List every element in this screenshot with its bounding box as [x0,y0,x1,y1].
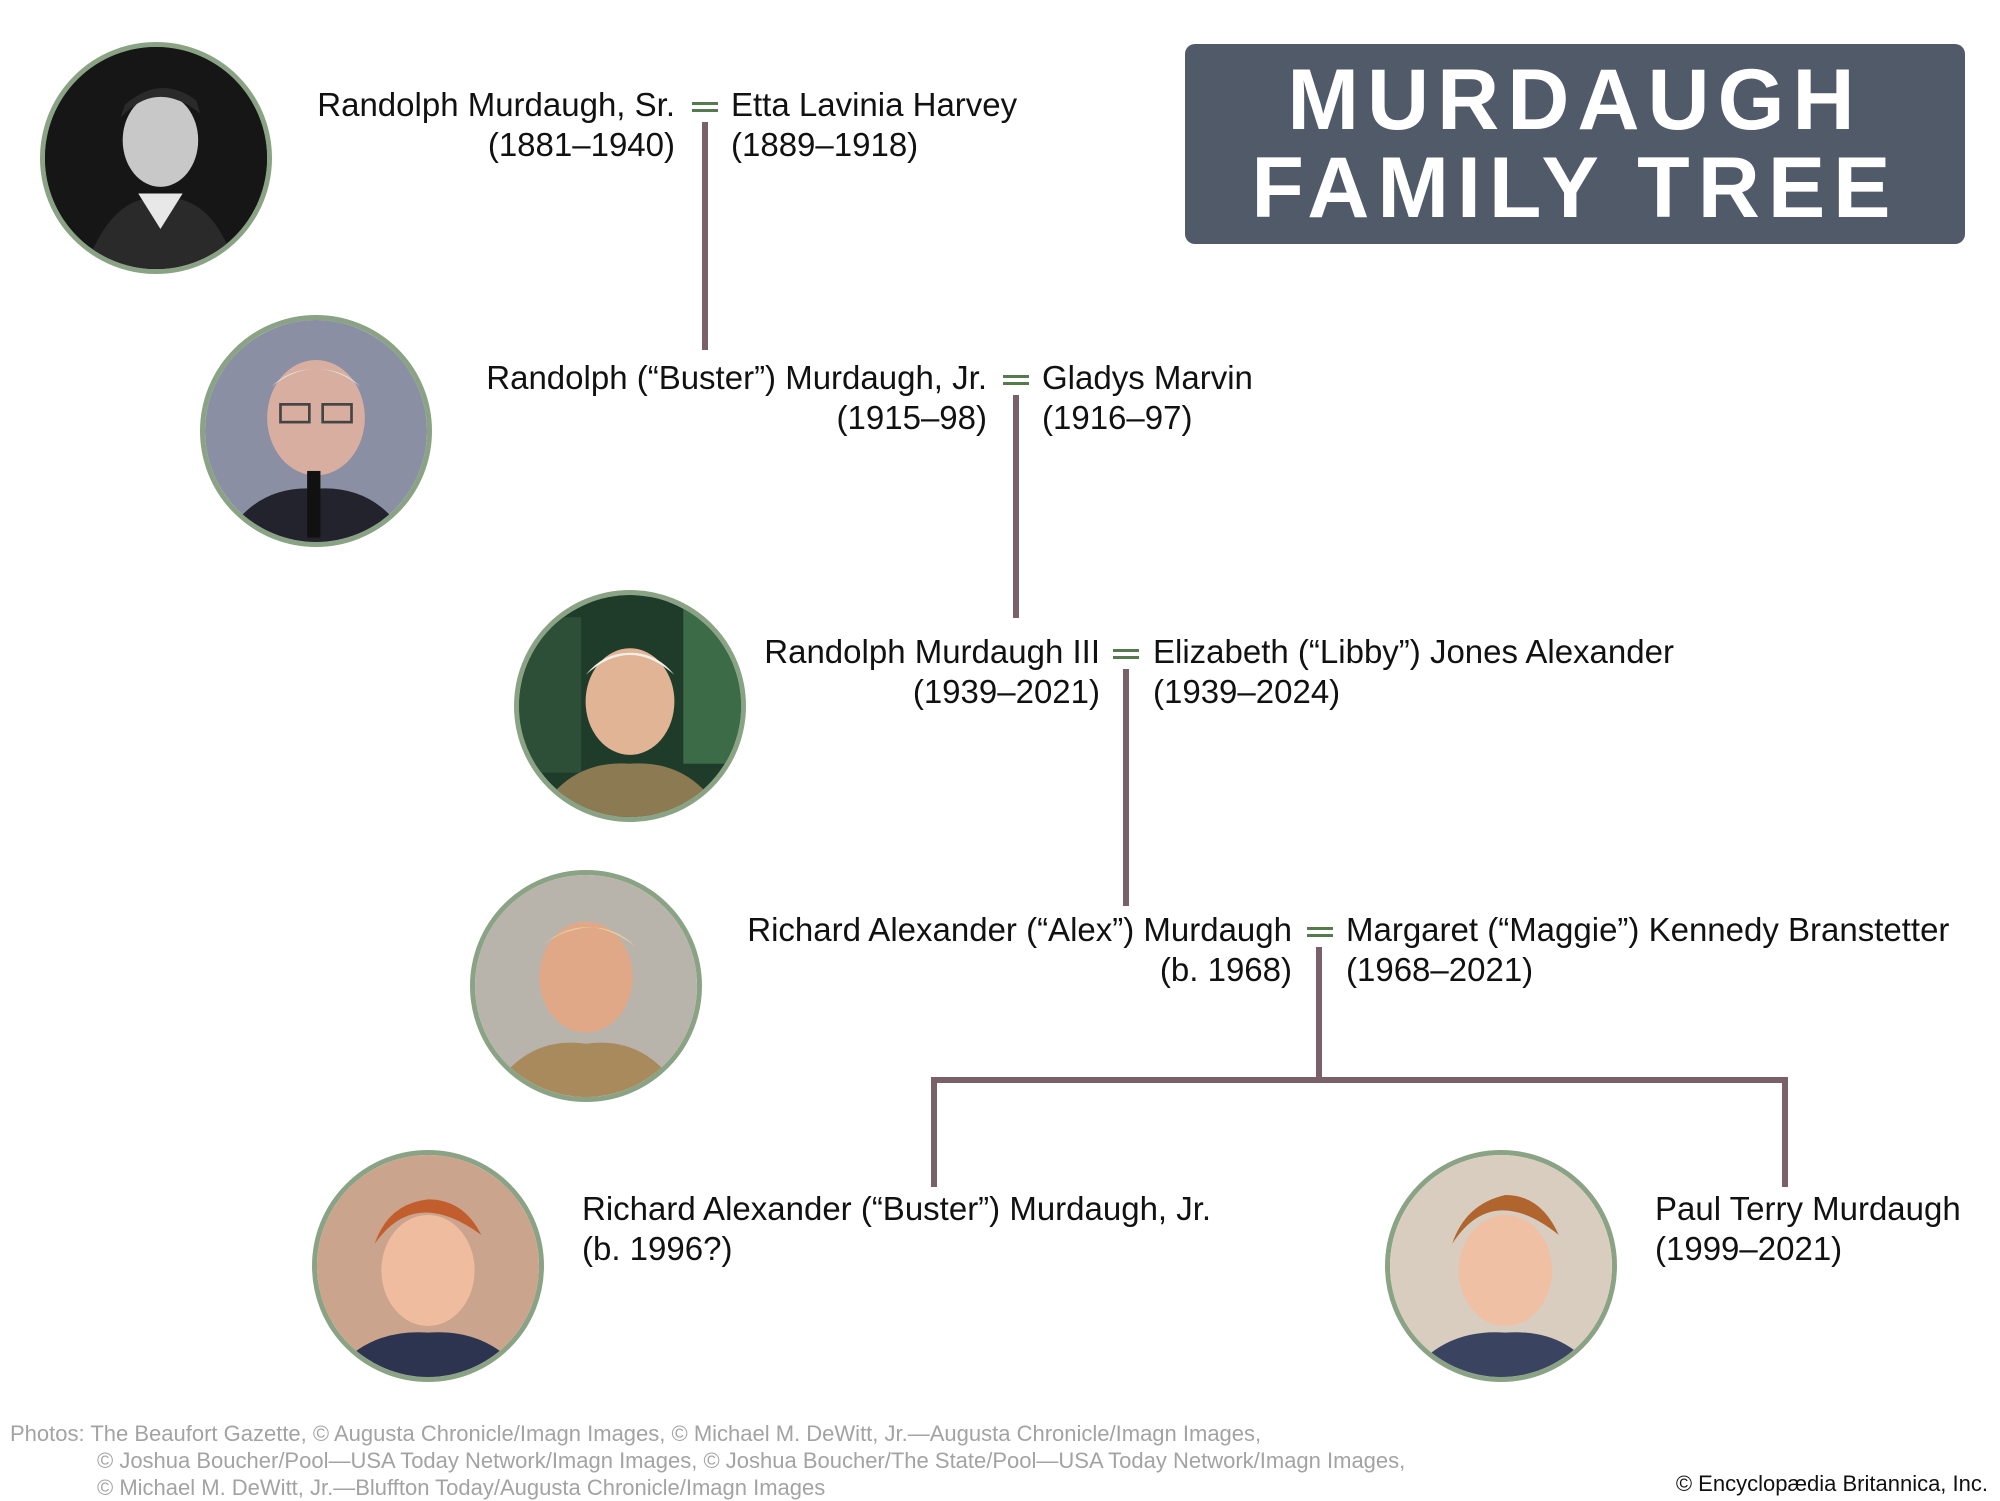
descent-line [702,122,708,350]
portrait-randolph-iii [514,590,746,822]
portrait-alex [470,870,702,1102]
photo-credits: Photos: The Beaufort Gazette, © Augusta … [10,1420,1405,1501]
spouse-name: Gladys Marvin [1042,359,1253,396]
spouse-name: Etta Lavinia Harvey [731,86,1018,123]
spouse-gladys: Gladys Marvin (1916–97) [1042,358,1253,438]
spouse-dates: (1916–97) [1042,399,1193,436]
spouse-dates: (1889–1918) [731,126,919,163]
marriage-sign [1003,373,1029,387]
spouse-dates: (1939–2024) [1153,673,1341,710]
child-paul: Paul Terry Murdaugh (1999–2021) [1655,1189,1961,1269]
person-name: Richard Alexander (“Alex”) Murdaugh [747,911,1292,948]
person-dates: (1915–98) [836,399,987,436]
credit-line: © Joshua Boucher/Pool—USA Today Network/… [97,1448,1406,1473]
child-name: Paul Terry Murdaugh [1655,1190,1961,1227]
portrait-paul [1385,1150,1617,1382]
spouse-etta: Etta Lavinia Harvey (1889–1918) [731,85,1017,165]
person-name: Randolph (“Buster”) Murdaugh, Jr. [486,359,987,396]
spouse-name: Elizabeth (“Libby”) Jones Alexander [1153,633,1674,670]
descent-line [1316,947,1322,1080]
person-dates: (1939–2021) [912,673,1100,710]
descent-line [1013,395,1019,618]
child-dates: (1999–2021) [1655,1230,1843,1267]
spouse-name: Margaret (“Maggie”) Kennedy Branstetter [1346,911,1950,948]
child-buster-jr: Richard Alexander (“Buster”) Murdaugh, J… [582,1189,1211,1269]
person-name: Randolph Murdaugh III [764,633,1100,670]
child-dates: (b. 1996?) [582,1230,733,1267]
credit-line: Photos: The Beaufort Gazette, © Augusta … [10,1421,1262,1446]
person-randolph-iii: Randolph Murdaugh III (1939–2021) [764,632,1100,712]
title-banner: MURDAUGH FAMILY TREE [1185,44,1965,244]
title-line-2: FAMILY TREE [1251,140,1899,236]
person-alex: Richard Alexander (“Alex”) Murdaugh (b. … [747,910,1292,990]
person-dates: (b. 1968) [1159,951,1292,988]
child-line-paul [1782,1077,1788,1187]
person-randolph-sr: Randolph Murdaugh, Sr. (1881–1940) [317,85,675,165]
sibling-bar [931,1077,1788,1083]
portrait-randolph-sr [40,42,272,274]
credit-line: © Michael M. DeWitt, Jr.—Bluffton Today/… [97,1475,826,1500]
portrait-buster-sr [200,315,432,547]
person-dates: (1881–1940) [487,126,675,163]
title-line-1: MURDAUGH [1287,52,1863,148]
marriage-sign [692,100,718,114]
child-line-buster-jr [931,1077,937,1187]
marriage-sign [1113,647,1139,661]
child-name: Richard Alexander (“Buster”) Murdaugh, J… [582,1190,1212,1227]
copyright-notice: © Encyclopædia Britannica, Inc. [1675,1471,1988,1496]
portrait-buster-jr [312,1150,544,1382]
person-name: Randolph Murdaugh, Sr. [317,86,675,123]
spouse-libby: Elizabeth (“Libby”) Jones Alexander (193… [1153,632,1674,712]
marriage-sign [1307,925,1333,939]
person-buster-sr: Randolph (“Buster”) Murdaugh, Jr. (1915–… [486,358,987,438]
spouse-maggie: Margaret (“Maggie”) Kennedy Branstetter … [1346,910,1949,990]
spouse-dates: (1968–2021) [1346,951,1534,988]
descent-line [1123,669,1129,906]
